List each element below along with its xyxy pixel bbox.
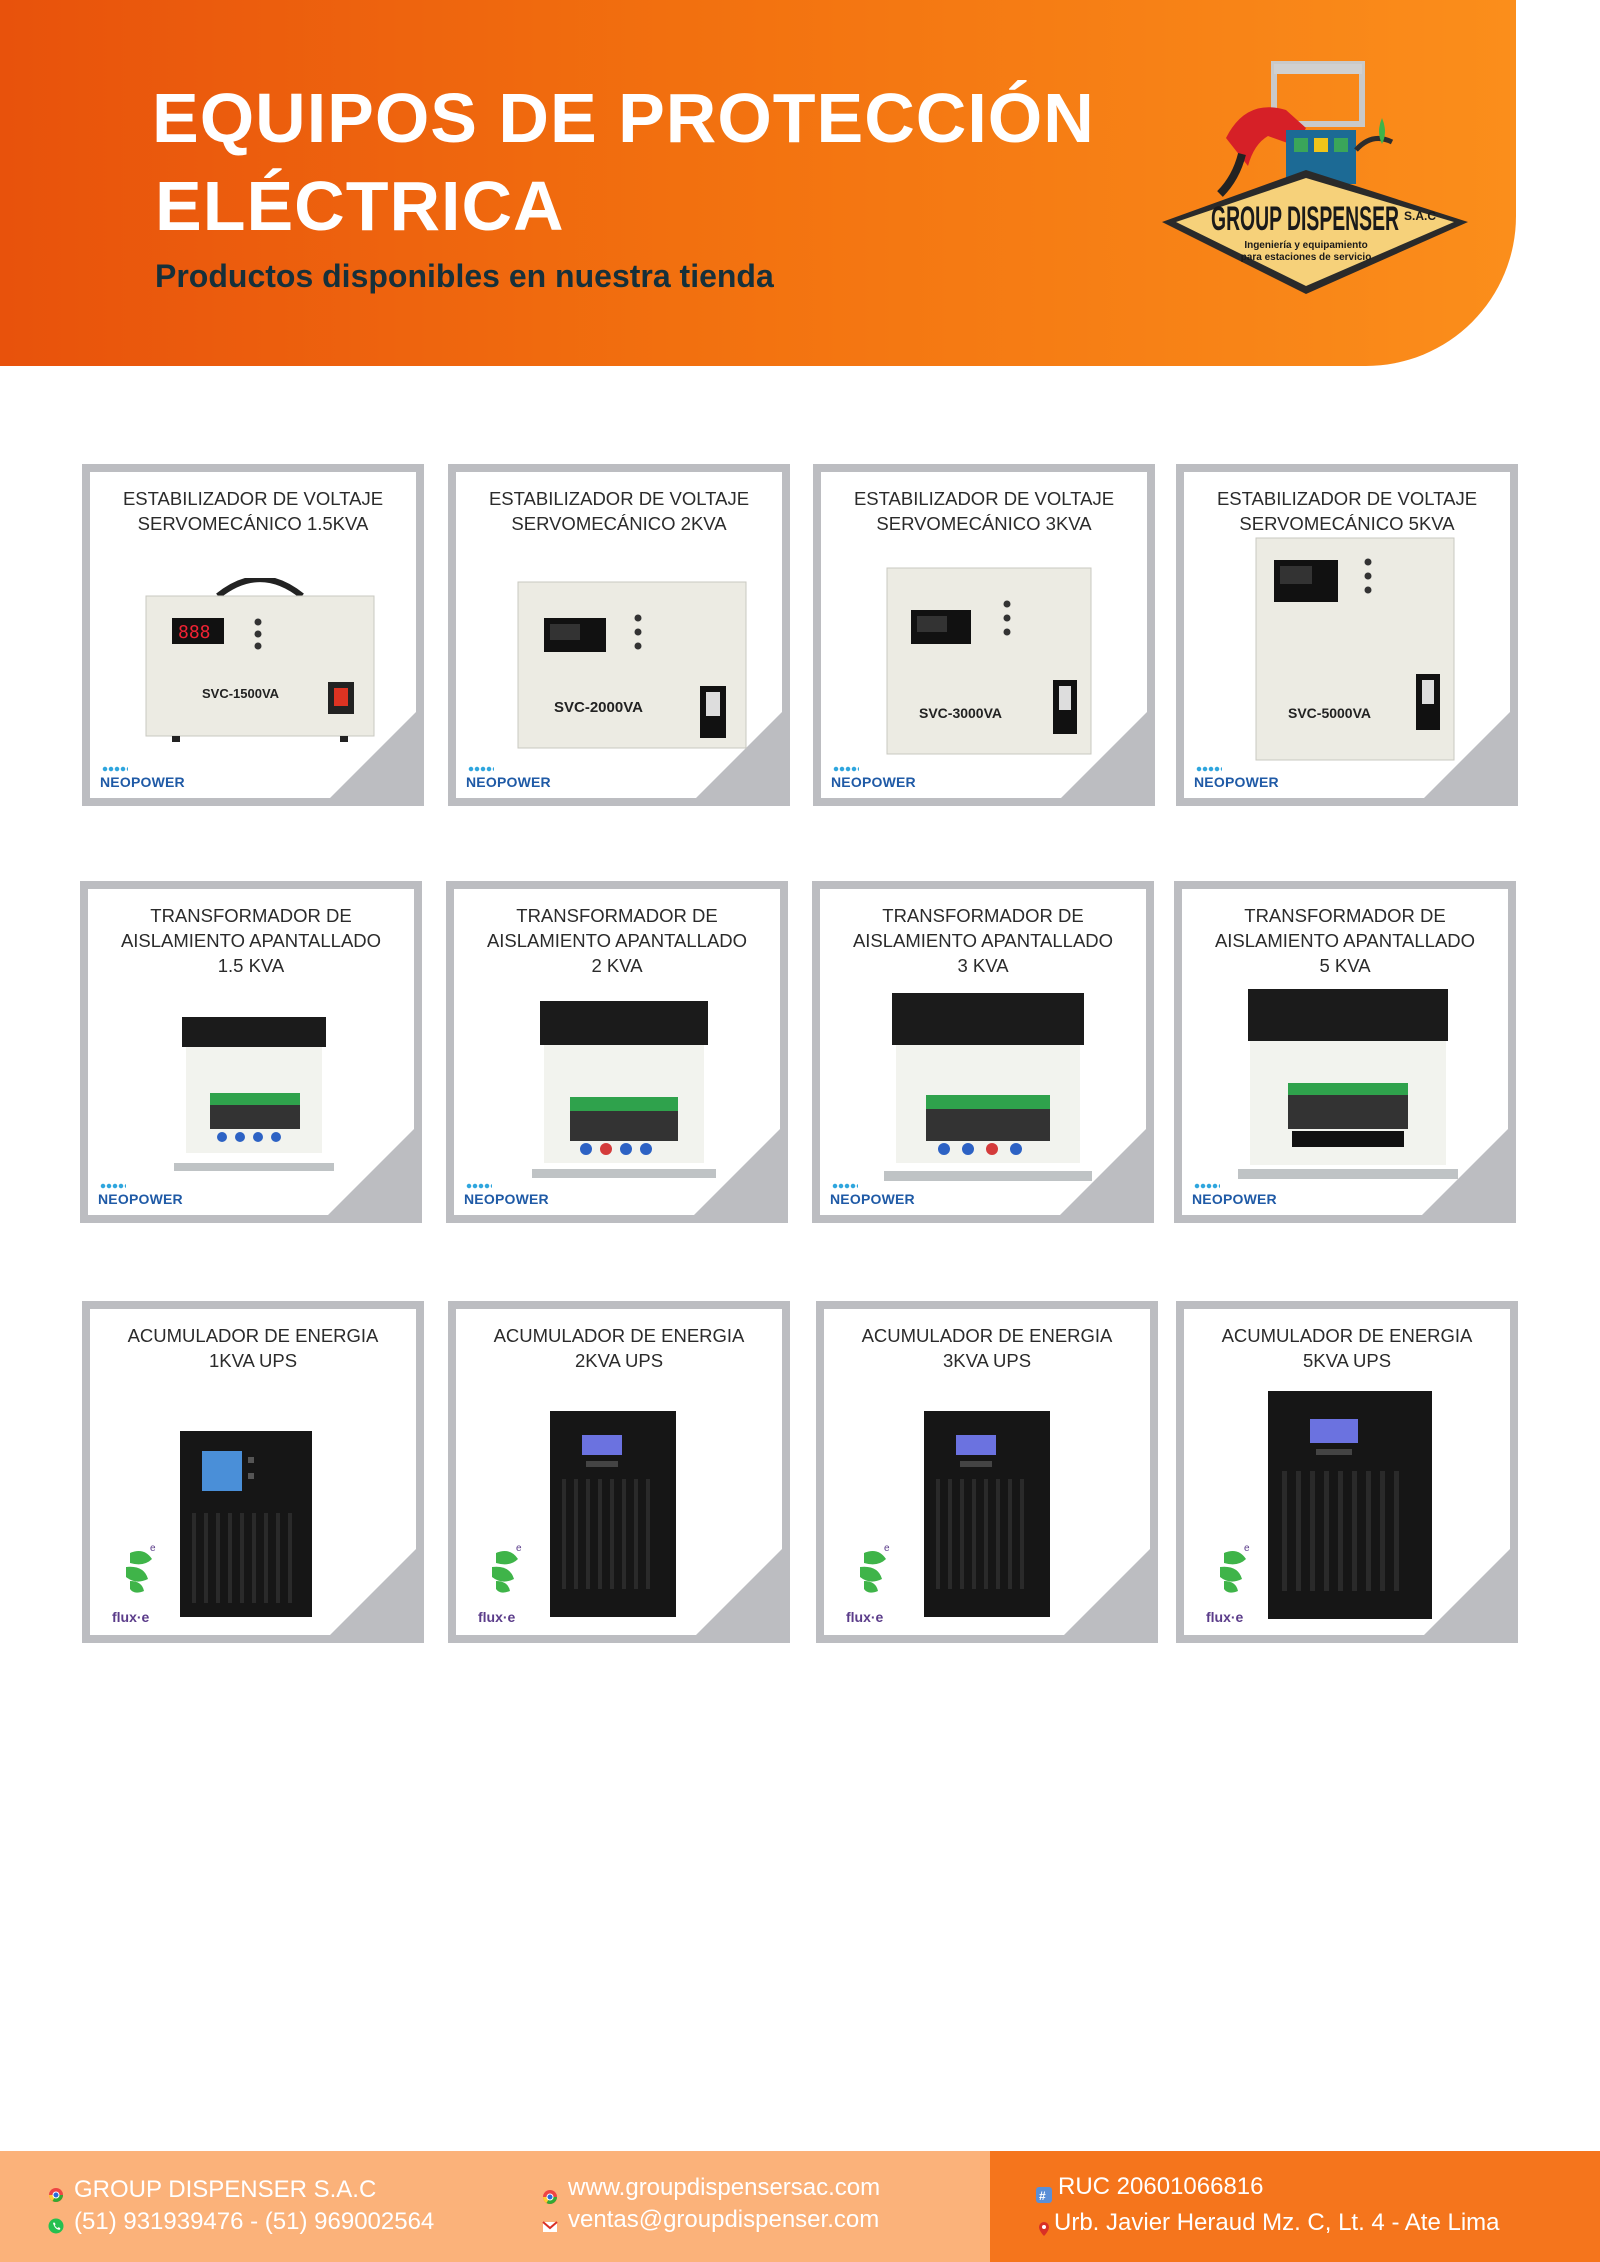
logo-suffix: S.A.C bbox=[1404, 209, 1436, 223]
card-corner bbox=[696, 1549, 782, 1635]
product-card[interactable]: TRANSFORMADOR DE AISLAMIENTO APANTALLADO… bbox=[80, 881, 422, 1223]
group-dispenser-logo: GROUP DISPENSER S.A.C Ingeniería y equip… bbox=[1162, 61, 1468, 294]
footer-website-link[interactable]: www.groupdispensersac.com bbox=[568, 2174, 881, 2201]
logo-name: GROUP DISPENSER bbox=[1211, 200, 1399, 238]
svg-text:e: e bbox=[1244, 1543, 1250, 1554]
brand-neopower: NEOPOWER bbox=[1192, 1191, 1277, 1207]
neopower-dots bbox=[833, 766, 859, 772]
card-corner bbox=[328, 1129, 414, 1215]
product-card[interactable]: ACUMULADOR DE ENERGIA 3KVA UPS e flux·e bbox=[816, 1301, 1158, 1643]
product-card[interactable]: ACUMULADOR DE ENERGIA 1KVA UPS e flux·e bbox=[82, 1301, 424, 1643]
ups-image bbox=[1268, 1391, 1432, 1619]
footer-phones[interactable]: (51) 931939476 - (51) 969002564 bbox=[74, 2208, 435, 2235]
model-label: SVC-5000VA bbox=[1288, 705, 1371, 721]
stabilizer-image: 888 SVC-1500VA bbox=[145, 578, 375, 742]
card-corner bbox=[1064, 1549, 1150, 1635]
ups-image bbox=[180, 1431, 312, 1617]
chrome-icon bbox=[49, 2188, 63, 2202]
neopower-dots bbox=[102, 766, 128, 772]
brand-neopower: NEOPOWER bbox=[466, 774, 551, 790]
product-card[interactable]: ESTABILIZADOR DE VOLTAJE SERVOMECÁNICO 2… bbox=[448, 464, 790, 806]
product-name: ACUMULADOR DE ENERGIA 2KVA UPS bbox=[493, 1325, 745, 1371]
product-name: ACUMULADOR DE ENERGIA 1KVA UPS bbox=[127, 1325, 379, 1371]
product-name: ESTABILIZADOR DE VOLTAJE SERVOMECÁNICO 3… bbox=[853, 488, 1115, 534]
stabilizer-image: SVC-2000VA bbox=[517, 581, 747, 749]
footer-address: Urb. Javier Heraud Mz. C, Lt. 4 - Ate Li… bbox=[1054, 2209, 1500, 2236]
stabilizer-image: SVC-5000VA bbox=[1255, 537, 1455, 761]
footer: GROUP DISPENSER S.A.C (51) 931939476 - (… bbox=[0, 2151, 1600, 2262]
svg-text:e: e bbox=[516, 1543, 522, 1554]
mail-icon bbox=[542, 2221, 558, 2232]
brand-neopower: NEOPOWER bbox=[830, 1191, 915, 1207]
footer-ruc: RUC 20601066816 bbox=[1058, 2173, 1264, 2200]
location-pin-icon bbox=[1039, 2222, 1049, 2236]
product-card[interactable]: ACUMULADOR DE ENERGIA 2KVA UPS e flux·e bbox=[448, 1301, 790, 1643]
product-name: ESTABILIZADOR DE VOLTAJE SERVOMECÁNICO 2… bbox=[488, 488, 750, 534]
product-card[interactable]: ESTABILIZADOR DE VOLTAJE SERVOMECÁNICO 5… bbox=[1176, 464, 1518, 806]
neopower-dots bbox=[1196, 766, 1222, 772]
product-card[interactable]: TRANSFORMADOR DE AISLAMIENTO APANTALLADO… bbox=[812, 881, 1154, 1223]
transformer-image bbox=[174, 1017, 334, 1171]
page-title-line-2: ELÉCTRICA bbox=[155, 167, 565, 245]
page-subtitle: Productos disponibles en nuestra tienda bbox=[155, 258, 774, 294]
model-label: SVC-2000VA bbox=[554, 699, 643, 716]
fluxe-logo-icon: e bbox=[492, 1543, 522, 1593]
chrome-icon bbox=[543, 2190, 557, 2204]
product-name: ACUMULADOR DE ENERGIA 3KVA UPS bbox=[861, 1325, 1113, 1371]
product-name: ESTABILIZADOR DE VOLTAJE SERVOMECÁNICO 1… bbox=[122, 488, 384, 534]
brand-fluxe: flux·e bbox=[112, 1609, 150, 1625]
neopower-dots bbox=[468, 766, 494, 772]
model-label: SVC-1500VA bbox=[202, 686, 280, 701]
fluxe-logo-icon: e bbox=[1220, 1543, 1250, 1593]
product-card[interactable]: TRANSFORMADOR DE AISLAMIENTO APANTALLADO… bbox=[446, 881, 788, 1223]
footer-left-panel bbox=[0, 2151, 990, 2262]
product-name: ESTABILIZADOR DE VOLTAJE SERVOMECÁNICO 5… bbox=[1216, 488, 1478, 534]
neopower-dots bbox=[1194, 1183, 1220, 1189]
brand-fluxe: flux·e bbox=[478, 1609, 516, 1625]
stabilizer-image: SVC-3000VA bbox=[886, 567, 1092, 755]
footer-right-panel bbox=[990, 2151, 1600, 2262]
svg-text:#: # bbox=[1039, 2189, 1046, 2203]
header-banner: EQUIPOS DE PROTECCIÓN ELÉCTRICA Producto… bbox=[0, 0, 1516, 366]
brand-neopower: NEOPOWER bbox=[464, 1191, 549, 1207]
neopower-dots bbox=[100, 1183, 126, 1189]
svg-text:e: e bbox=[884, 1543, 890, 1554]
product-card[interactable]: ACUMULADOR DE ENERGIA 5KVA UPS e flux·e bbox=[1176, 1301, 1518, 1643]
svg-text:888: 888 bbox=[178, 622, 211, 643]
neopower-dots bbox=[466, 1183, 492, 1189]
logo-tagline-1: Ingeniería y equipamiento bbox=[1244, 240, 1367, 251]
transformer-image bbox=[884, 993, 1092, 1181]
product-name: TRANSFORMADOR DE AISLAMIENTO APANTALLADO… bbox=[486, 905, 748, 976]
brand-neopower: NEOPOWER bbox=[831, 774, 916, 790]
ups-image bbox=[924, 1411, 1050, 1617]
brand-fluxe: flux·e bbox=[1206, 1609, 1244, 1625]
hashtag-icon: # bbox=[1036, 2187, 1052, 2203]
footer-company: GROUP DISPENSER S.A.C bbox=[74, 2176, 377, 2203]
footer-email-link[interactable]: ventas@groupdispenser.com bbox=[568, 2206, 880, 2233]
card-corner bbox=[330, 1549, 416, 1635]
brand-fluxe: flux·e bbox=[846, 1609, 884, 1625]
ups-image bbox=[550, 1411, 676, 1617]
logo-tagline-2: para estaciones de servicio bbox=[1241, 252, 1372, 263]
fluxe-logo-icon: e bbox=[860, 1543, 890, 1593]
svg-text:e: e bbox=[150, 1543, 156, 1554]
neopower-dots bbox=[832, 1183, 858, 1189]
product-name: ACUMULADOR DE ENERGIA 5KVA UPS bbox=[1221, 1325, 1473, 1371]
whatsapp-icon bbox=[48, 2218, 64, 2234]
brand-neopower: NEOPOWER bbox=[98, 1191, 183, 1207]
product-card[interactable]: TRANSFORMADOR DE AISLAMIENTO APANTALLADO… bbox=[1174, 881, 1516, 1223]
brand-neopower: NEOPOWER bbox=[100, 774, 185, 790]
fluxe-logo-icon: e bbox=[126, 1543, 156, 1593]
product-name: TRANSFORMADOR DE AISLAMIENTO APANTALLADO… bbox=[1214, 905, 1476, 976]
transformer-image bbox=[532, 1001, 716, 1178]
model-label: SVC-3000VA bbox=[919, 705, 1002, 721]
page-title-line-1: EQUIPOS DE PROTECCIÓN bbox=[152, 79, 1095, 157]
product-name: TRANSFORMADOR DE AISLAMIENTO APANTALLADO… bbox=[120, 905, 382, 976]
product-card[interactable]: ESTABILIZADOR DE VOLTAJE SERVOMECÁNICO 1… bbox=[82, 464, 424, 806]
product-name: TRANSFORMADOR DE AISLAMIENTO APANTALLADO… bbox=[852, 905, 1114, 976]
transformer-image bbox=[1238, 989, 1458, 1179]
card-corner bbox=[1424, 1549, 1510, 1635]
brand-neopower: NEOPOWER bbox=[1194, 774, 1279, 790]
product-card[interactable]: ESTABILIZADOR DE VOLTAJE SERVOMECÁNICO 3… bbox=[813, 464, 1155, 806]
